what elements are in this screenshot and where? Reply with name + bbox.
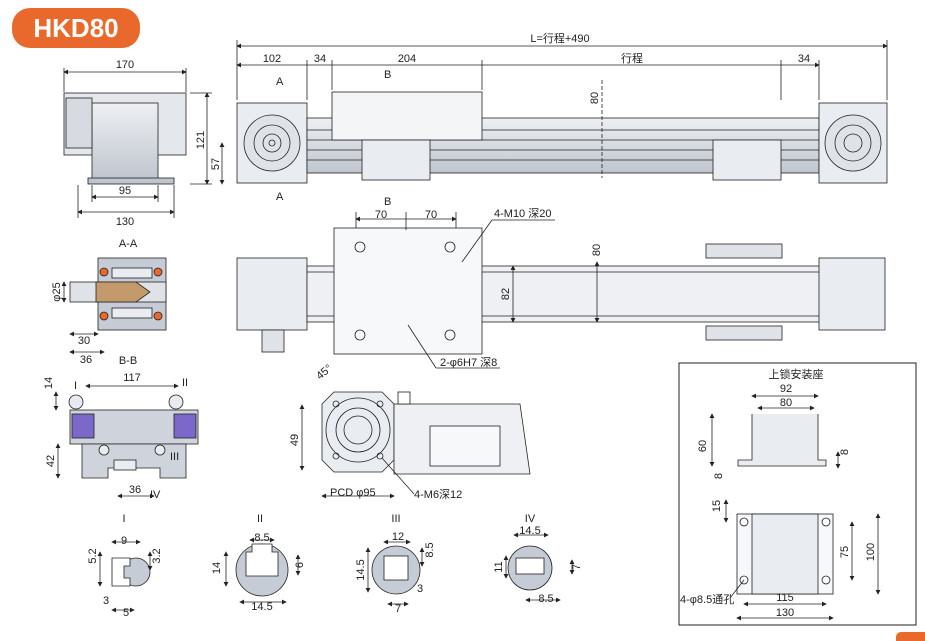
detail-ii-b: 14 [211,562,223,574]
dim-bb-36: 36 [129,484,141,496]
detail-iii-e: 7 [395,603,401,615]
section-bb [53,383,199,499]
section-aa-label: A-A [119,238,138,250]
section-b-mark-top: B [384,69,391,81]
detail-ii-c: 6 [294,562,306,568]
bracket-h15: 15 [711,500,723,512]
dim-side-h80: 80 [589,92,601,104]
bracket-w92: 92 [780,383,792,395]
bracket-w115: 115 [776,592,794,604]
dim-aa-30: 30 [78,335,90,347]
section-a-mark-bottom: A [276,191,284,203]
bracket-h75: 75 [839,546,851,558]
side-view [236,40,888,184]
dim-side-total: L=行程+490 [530,32,589,45]
detail-ii-label: II [257,513,263,525]
marker-i: I [74,380,77,392]
section-bb-label: B-B [119,355,137,367]
bracket-h8a: 8 [713,473,725,479]
detail-iii-label: III [391,513,400,525]
detail-iii-c: 14.5 [355,559,367,580]
dim-aa-diameter: φ25 [51,282,63,301]
dim-side-d3: 204 [398,53,416,65]
dim-side-stroke: 行程 [621,52,643,65]
dim-end-width-bot: 130 [116,216,134,228]
dim-side-d1: 102 [263,53,281,65]
marker-iv: IV [150,489,161,501]
bracket-h100: 100 [865,543,877,561]
dim-flange-pcd: PCD φ95 [330,487,376,499]
bracket-panel [678,362,917,626]
detail-iv-a: 14.5 [519,525,540,537]
dim-side-d4: 34 [798,53,810,65]
dim-flange-49: 49 [289,434,301,446]
accent-corner-mark [896,632,925,641]
detail-iii-b: 8.5 [424,542,436,557]
dim-bb-117: 117 [123,372,141,384]
detail-i-e: 5 [123,607,129,619]
bracket-holes: 4-φ8.5通孔 [680,593,734,606]
dim-top-70b: 70 [425,209,437,221]
flange-view [299,391,531,499]
section-b-mark-bottom: B [384,196,391,208]
top-view [236,212,886,369]
dim-top-h80: 80 [591,244,603,256]
detail-ii-d: 14.5 [251,601,272,613]
dim-end-width-top: 170 [116,59,134,71]
detail-ii-a: 8.5 [254,532,269,544]
detail-i-a: 9 [121,535,127,547]
dim-bb-14: 14 [43,377,55,389]
dim-top-70a: 70 [375,209,387,221]
detail-iii-d: 3 [417,583,423,595]
section-aa [61,257,167,355]
bracket-w80: 80 [780,397,792,409]
note-flange-taps: 4-M6深12 [414,488,462,501]
detail-i-b: 5.2 [87,548,99,563]
dim-side-d2: 34 [314,53,326,65]
dim-end-height-lower: 57 [210,158,222,170]
detail-iv-b: 11 [493,561,505,572]
detail-iii-a: 12 [392,531,404,543]
detail-iv-d: 8.5 [538,593,553,605]
detail-four [503,532,575,603]
bracket-w130: 130 [776,607,794,619]
detail-iv-label: IV [525,513,536,525]
marker-ii: II [182,377,188,389]
detail-two [223,537,301,605]
note-tapped-holes: 4-M10 深20 [494,207,551,220]
dim-end-height-total: 121 [195,131,207,149]
dim-flange-angle: 45° [314,362,334,382]
dim-bb-42: 42 [45,455,57,467]
bracket-h8b: 8 [839,449,851,455]
detail-i-d: 3 [103,595,109,607]
product-title-badge: HKD80 [12,8,140,48]
marker-iii: III [170,451,179,463]
dim-aa-36: 36 [80,354,92,366]
note-pin-holes: 2-φ6H7 深8 [440,356,497,369]
detail-i-label: I [122,513,125,525]
dim-top-h82: 82 [500,288,512,300]
bracket-h60: 60 [697,440,709,452]
detail-iv-c: 7 [571,564,583,570]
bracket-title: 上锁安装座 [769,367,824,381]
section-a-mark-top: A [276,76,284,88]
detail-three [365,539,425,607]
detail-one [97,539,153,613]
end-view [63,68,225,218]
dim-end-width-mid: 95 [119,185,131,197]
detail-i-c: 3.2 [151,548,163,563]
